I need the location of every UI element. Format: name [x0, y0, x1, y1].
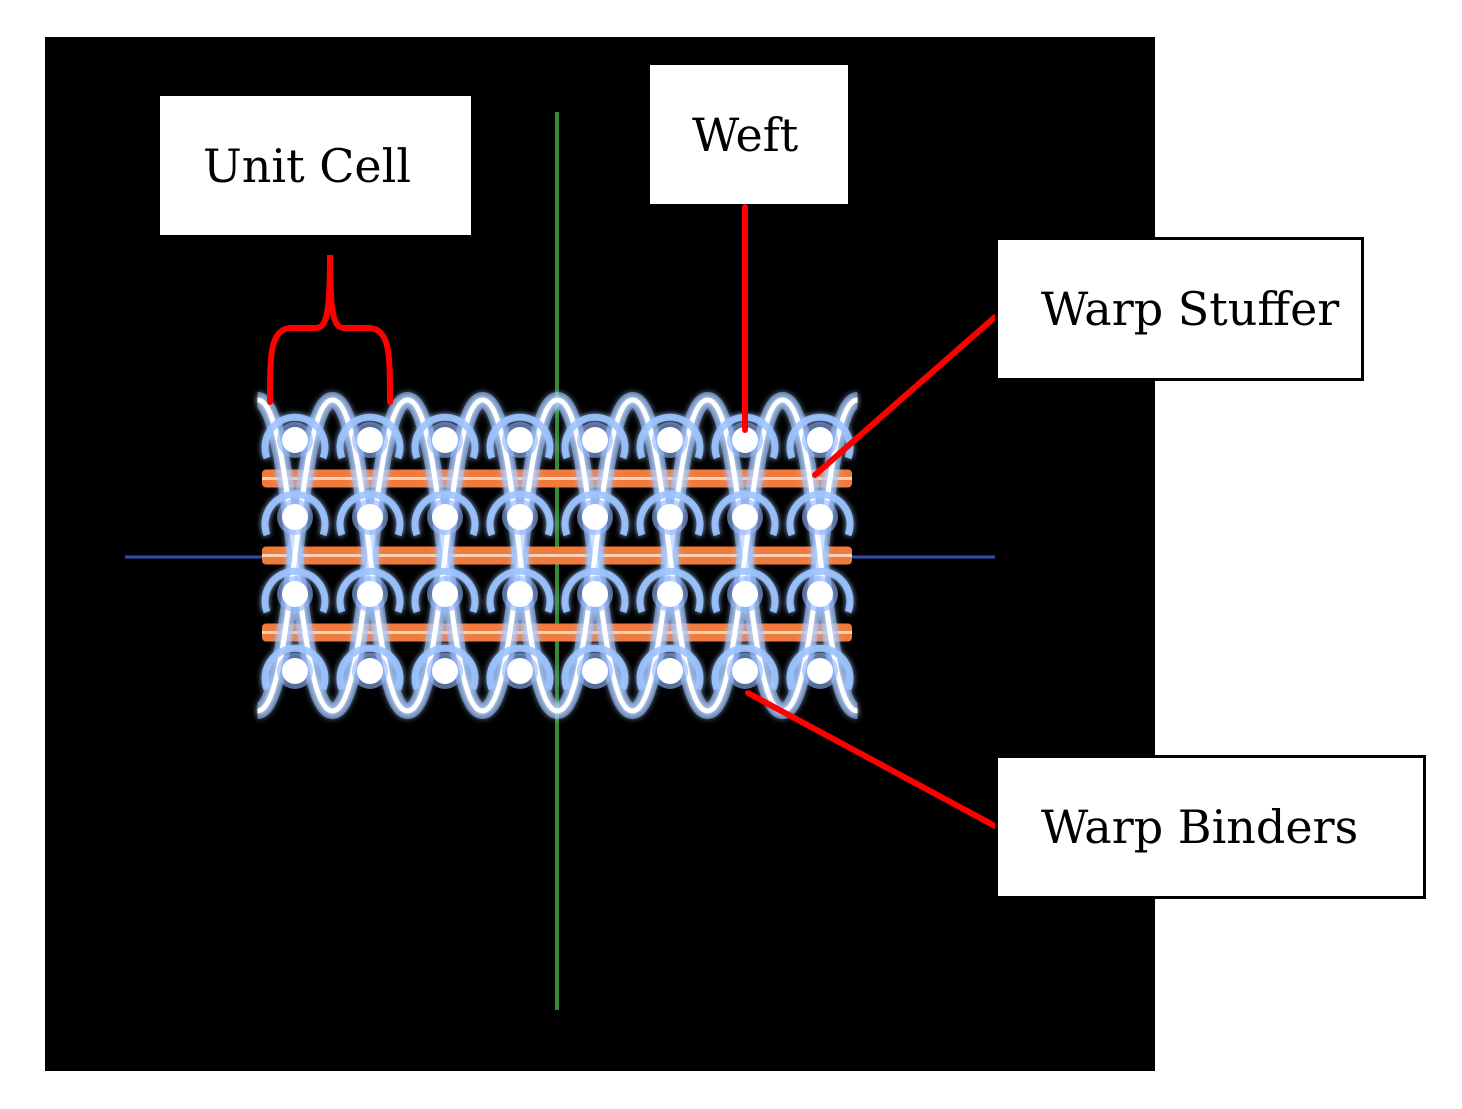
weft-yarn [582, 427, 608, 453]
binder-loop [336, 490, 404, 537]
binder-loop [711, 567, 779, 614]
weft-yarn [657, 504, 683, 530]
binder-loop [636, 490, 704, 537]
binder-loop [261, 567, 329, 614]
binder-loop [636, 413, 704, 460]
weft-yarn [732, 427, 758, 453]
weft-yarn [657, 427, 683, 453]
weft-yarn [357, 581, 383, 607]
warp-binders-label: Warp Binders [995, 755, 1426, 899]
weft-yarn [282, 504, 308, 530]
weft-yarn [432, 658, 458, 684]
weft-yarn [432, 581, 458, 607]
weft-yarn [357, 658, 383, 684]
binder-loop [711, 644, 779, 691]
binder-loop [561, 413, 629, 460]
warp-binder-yarns [254, 391, 861, 720]
binder-loop [486, 644, 554, 691]
binder-loop [636, 567, 704, 614]
weft-yarn [807, 504, 833, 530]
weft-yarn [282, 658, 308, 684]
weft-yarn [507, 427, 533, 453]
weft-yarn [357, 504, 383, 530]
warp-stuffer-callout-line [812, 314, 998, 478]
binder-loop [486, 490, 554, 537]
warp-binder-core-2 [256, 397, 859, 714]
warp-binders-callout-line [745, 690, 998, 829]
binder-loop [411, 644, 479, 691]
binder-loop [561, 644, 629, 691]
binder-loop [486, 567, 554, 614]
weft-label-text: Weft [692, 107, 799, 162]
binder-loop [411, 567, 479, 614]
binder-loop [711, 490, 779, 537]
unit-cell-label: Unit Cell [160, 96, 471, 235]
weft-yarn [507, 658, 533, 684]
weft-yarn [282, 427, 308, 453]
binder-loop [336, 413, 404, 460]
binder-loop [786, 490, 854, 537]
weft-yarn [507, 504, 533, 530]
weft-yarn [657, 581, 683, 607]
weft-yarn [807, 658, 833, 684]
weft-label: Weft [650, 65, 848, 204]
binder-loop [636, 644, 704, 691]
weft-yarn [657, 658, 683, 684]
weft-yarn [732, 504, 758, 530]
weft-yarn [282, 581, 308, 607]
weft-yarn [582, 504, 608, 530]
weft-yarn [357, 427, 383, 453]
binder-loop [336, 644, 404, 691]
warp-binders-label-text: Warp Binders [1041, 800, 1359, 854]
weft-yarn [732, 581, 758, 607]
unit-cell-label-text: Unit Cell [203, 138, 412, 193]
binder-loop [411, 413, 479, 460]
warp-stuffer-label-text: Warp Stuffer [1041, 282, 1340, 336]
binder-loop [261, 413, 329, 460]
binder-loop [561, 490, 629, 537]
binder-loop [411, 490, 479, 537]
weft-yarn [432, 427, 458, 453]
binder-loop [261, 490, 329, 537]
callout-lines [267, 204, 998, 829]
weft-yarns [277, 422, 838, 689]
weft-yarn [582, 658, 608, 684]
weft-yarn [732, 658, 758, 684]
weft-yarn [807, 581, 833, 607]
unit-cell-bracket [267, 254, 393, 405]
binder-loop [786, 644, 854, 691]
warp-stuffer-label: Warp Stuffer [995, 237, 1364, 381]
binder-loop [336, 567, 404, 614]
weft-yarn [507, 581, 533, 607]
binder-loop [261, 644, 329, 691]
binder-loop [486, 413, 554, 460]
warp-binder-core-1 [256, 397, 859, 714]
binder-loop [561, 567, 629, 614]
weft-yarn [582, 581, 608, 607]
weft-yarn [807, 427, 833, 453]
weft-yarn [432, 504, 458, 530]
binder-loop [786, 567, 854, 614]
